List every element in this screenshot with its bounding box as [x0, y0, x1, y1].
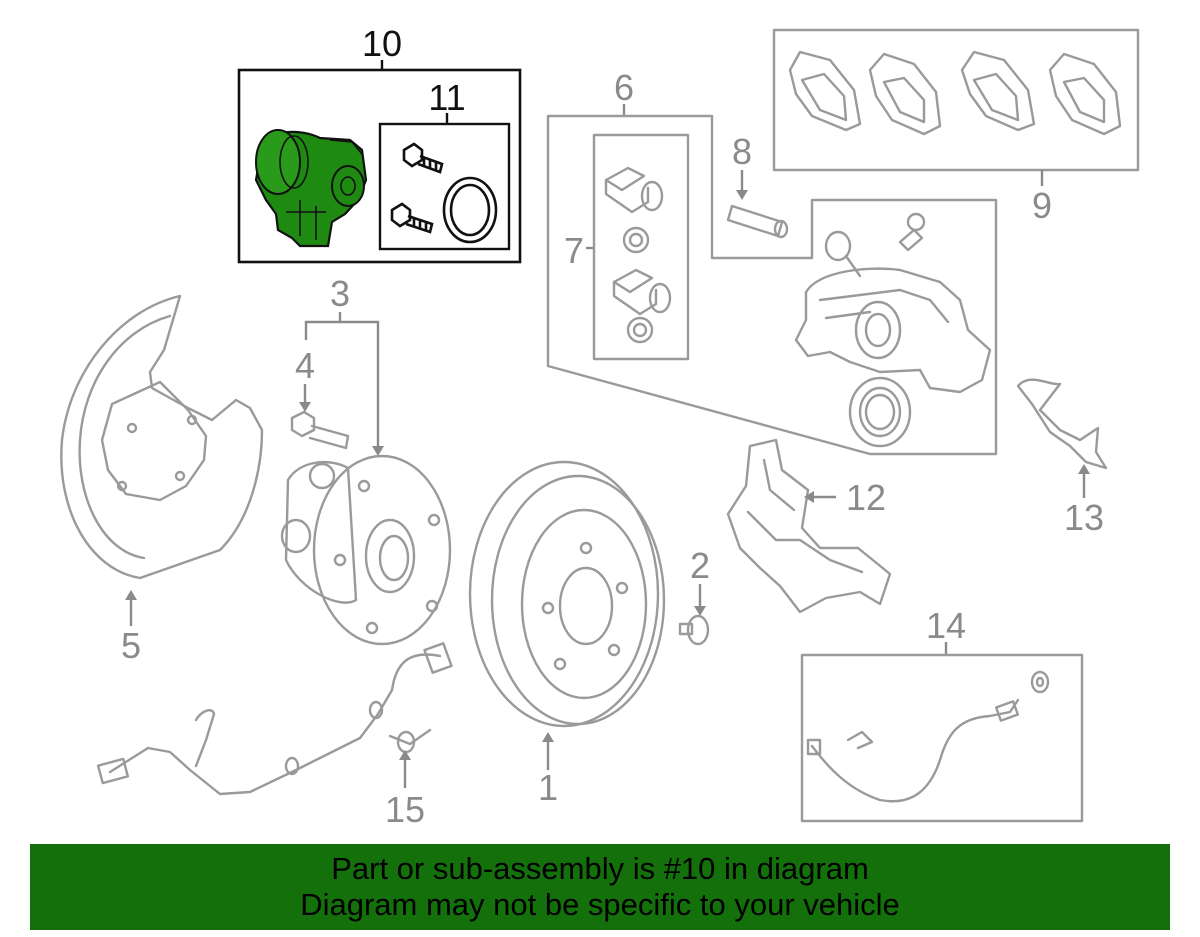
caliper-assembly-part-10[interactable] [254, 129, 368, 248]
sensor-harness-part-14[interactable] [806, 670, 1050, 803]
hub-bolt-part-4[interactable] [290, 410, 350, 450]
box-6 [546, 114, 998, 456]
callout-14[interactable]: 14 [926, 605, 966, 646]
box-10 [237, 68, 522, 264]
info-banner: Part or sub-assembly is #10 in diagram D… [30, 844, 1170, 930]
caliper-bracket-part-12[interactable] [726, 438, 892, 614]
caliper-part-6[interactable] [794, 212, 992, 448]
callout-9[interactable]: 9 [1032, 185, 1052, 226]
callout-10[interactable]: 10 [362, 23, 402, 64]
dust-shield-part-5[interactable] [60, 294, 264, 580]
callout-7[interactable]: 7 [564, 230, 584, 271]
callout-13[interactable]: 13 [1064, 497, 1104, 538]
clip-part-13[interactable] [1016, 378, 1108, 470]
banner-line-1: Part or sub-assembly is #10 in diagram [331, 851, 869, 886]
box-14 [800, 653, 1084, 823]
brake-pads-part-9[interactable] [788, 50, 1122, 136]
callout-5[interactable]: 5 [121, 625, 141, 666]
box-11 [378, 122, 511, 251]
screw-part-2[interactable] [678, 614, 710, 646]
callout-1[interactable]: 1 [538, 767, 558, 808]
guide-pin-part-8[interactable] [726, 204, 789, 239]
callout-15[interactable]: 15 [385, 789, 425, 830]
box-7 [592, 133, 690, 361]
bolt-seal-kit-part-11[interactable] [390, 142, 498, 244]
callout-2[interactable]: 2 [690, 545, 710, 586]
callout-6[interactable]: 6 [614, 67, 634, 108]
callout-4[interactable]: 4 [295, 345, 315, 386]
callout-8[interactable]: 8 [732, 131, 752, 172]
sensor-wire-part-15[interactable] [96, 642, 453, 796]
hub-bearing-part-3[interactable] [280, 454, 452, 646]
brake-rotor-part-1[interactable] [468, 460, 666, 728]
banner-line-2: Diagram may not be specific to your vehi… [300, 887, 900, 922]
callout-11[interactable]: 11 [428, 77, 465, 118]
callout-12[interactable]: 12 [846, 477, 886, 518]
box-9 [772, 28, 1140, 172]
guide-pins-kit-part-7[interactable] [604, 166, 672, 344]
callout-3[interactable]: 3 [330, 273, 350, 314]
